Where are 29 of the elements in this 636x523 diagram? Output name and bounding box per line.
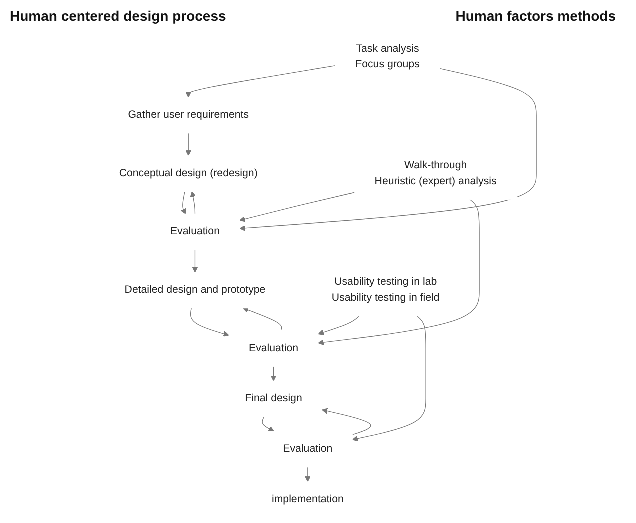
arrow (192, 250, 198, 273)
arrow (240, 192, 356, 222)
arrow (180, 191, 186, 214)
node-text: Conceptual design (redesign) (119, 168, 258, 180)
node-text: Usability testing in lab Usability testing in field (332, 276, 440, 304)
column-heading: Human factors methods (456, 8, 616, 24)
node-text: Evaluation (283, 443, 333, 455)
arrow (240, 68, 537, 232)
arrow (270, 366, 277, 382)
arrow (186, 133, 192, 156)
node-text: implementation (272, 494, 344, 506)
node-text: Walk-through Heuristic (expert) analysis (374, 160, 497, 188)
node-text: Final design (245, 393, 302, 404)
node-text: Evaluation (249, 342, 299, 354)
arrow (352, 316, 426, 442)
arrow (190, 191, 196, 215)
arrow (318, 316, 360, 336)
node-text: Task analysis Focus groups (356, 43, 420, 70)
column-heading: Human centered design process (10, 8, 226, 24)
arrow (322, 408, 372, 436)
arrow (262, 416, 274, 432)
arrow (242, 307, 282, 332)
arrow (186, 65, 336, 98)
arrow (305, 467, 311, 482)
node-text: Detailed design and prototype (124, 284, 266, 296)
node-text: Gather user requirements (128, 109, 250, 121)
node-text: Evaluation (170, 226, 220, 238)
arrow (190, 308, 230, 337)
arrow (318, 199, 480, 346)
